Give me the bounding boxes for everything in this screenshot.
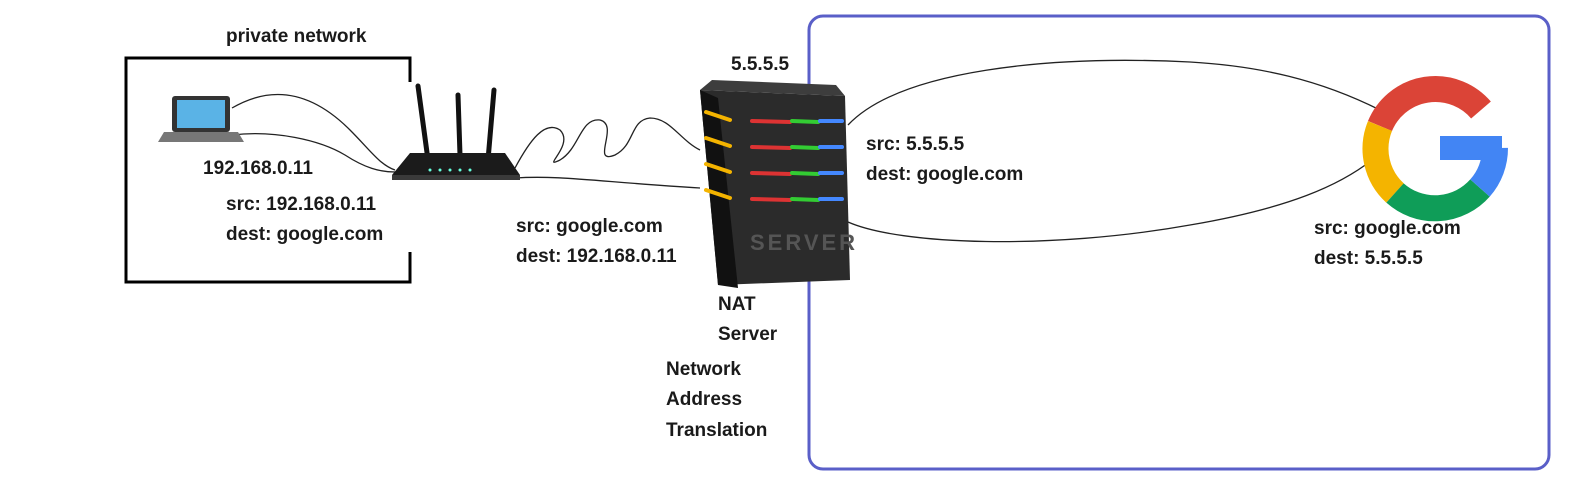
wire-router-server-coil xyxy=(514,117,701,169)
wire-server-google-bottom xyxy=(847,159,1373,243)
outbound-private-dest: dest: google.com xyxy=(226,224,384,246)
outbound-public-packet: src: 5.5.5.5 dest: google.com xyxy=(866,130,1023,191)
nat-server-line-2: Server xyxy=(718,324,778,346)
nat-server-label: NAT Server xyxy=(718,290,777,351)
outbound-private-src: src: 192.168.0.11 xyxy=(226,194,377,215)
server-faceplate-text: SERVER xyxy=(750,230,858,255)
google-logo-icon xyxy=(1362,76,1509,222)
outbound-public-src: src: 5.5.5.5 xyxy=(866,134,965,155)
nat-expansion-line-3: Translation xyxy=(666,419,768,441)
outbound-private-packet: src: 192.168.0.11 dest: google.com xyxy=(226,190,383,251)
private-network-boundary xyxy=(124,56,412,284)
inbound-private-src: src: google.com xyxy=(516,216,663,237)
nat-expansion-label: Network Address Translation xyxy=(666,355,767,446)
private-network-label: private network xyxy=(226,26,367,47)
wire-router-server-b xyxy=(514,176,701,189)
nat-expansion-line-2: Address xyxy=(666,389,743,411)
wire-laptop-router-a xyxy=(231,93,396,171)
server-icon: SERVER xyxy=(700,80,858,288)
outbound-public-dest: dest: google.com xyxy=(866,164,1024,186)
inbound-private-packet: src: google.com dest: 192.168.0.11 xyxy=(516,212,677,273)
router-icon xyxy=(392,83,520,180)
public-ip-label: 5.5.5.5 xyxy=(731,54,790,75)
laptop-icon xyxy=(158,96,244,142)
inbound-public-src: src: google.com xyxy=(1314,218,1461,239)
wire-server-google-top xyxy=(847,59,1381,126)
inbound-public-dest: dest: 5.5.5.5 xyxy=(1314,248,1423,270)
inbound-private-dest: dest: 192.168.0.11 xyxy=(516,246,677,268)
inbound-public-packet: src: google.com dest: 5.5.5.5 xyxy=(1314,214,1461,275)
nat-expansion-line-1: Network xyxy=(666,359,741,380)
nat-server-line-1: NAT xyxy=(718,294,756,315)
wire-laptop-router-b xyxy=(231,133,396,173)
laptop-ip-label: 192.168.0.11 xyxy=(203,158,313,179)
